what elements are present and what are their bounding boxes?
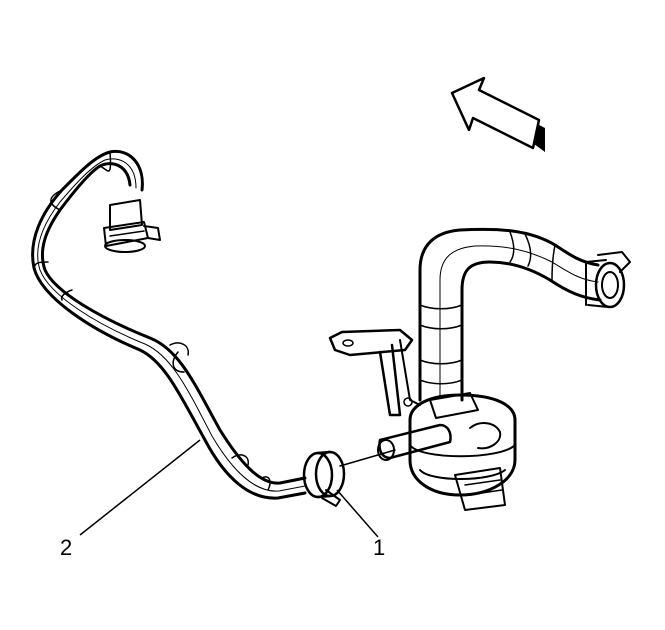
pump-hose bbox=[418, 227, 631, 402]
coolant-pump bbox=[377, 392, 517, 511]
callout-1-label: 1 bbox=[373, 535, 385, 560]
callout-2-label: 2 bbox=[60, 535, 72, 560]
coolant-hose-2 bbox=[31, 149, 307, 500]
hose-clamp-1 bbox=[302, 449, 396, 507]
callout-1-leader bbox=[336, 489, 379, 538]
direction-arrow-icon bbox=[450, 76, 545, 152]
callout-2-leader bbox=[79, 439, 201, 536]
mounting-bracket bbox=[328, 328, 421, 417]
